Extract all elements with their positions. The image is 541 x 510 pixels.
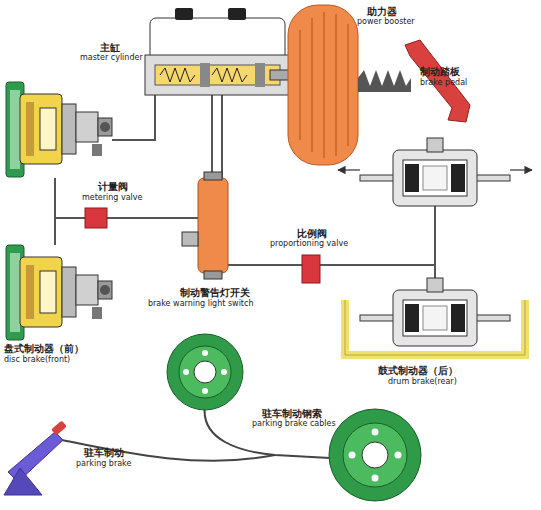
drum-rim — [167, 334, 243, 410]
brake-drum — [167, 334, 243, 410]
stud-hole — [202, 388, 208, 394]
brake-line — [112, 95, 155, 140]
piston — [255, 63, 265, 87]
booster-ridges — [300, 12, 348, 158]
lever-base — [4, 468, 42, 495]
disc-brake — [6, 82, 112, 177]
part-label: 助力器 — [367, 6, 397, 17]
part-label: 制动踏板 — [420, 66, 460, 77]
brake-line — [54, 178, 56, 245]
part-label: 制动警告灯开关 — [180, 287, 250, 298]
disc-brake — [6, 245, 112, 340]
metering-valve — [85, 208, 107, 228]
part-label: 计量阀 — [98, 181, 128, 192]
motion-arrow — [338, 169, 360, 170]
switch-cap — [204, 271, 222, 279]
spring — [212, 68, 247, 82]
switch-connector — [182, 232, 198, 246]
drum-face — [343, 423, 407, 487]
stud-hole — [372, 429, 379, 436]
switch-cap — [204, 172, 222, 180]
stud-hole — [221, 369, 227, 375]
reservoir-cap — [175, 8, 193, 20]
stud-hole — [202, 350, 208, 356]
rubber-boot — [358, 70, 411, 92]
part-label: brake pedal — [420, 79, 467, 88]
stud-hole — [183, 369, 189, 375]
part-label: 主缸 — [100, 42, 120, 53]
parking-cable — [205, 405, 330, 458]
part-label: drum brake(rear) — [388, 378, 457, 387]
part-label: parking brake — [76, 460, 131, 469]
part-label: metering valve — [82, 194, 143, 203]
part-label: 驻车制动 — [84, 447, 124, 458]
part-label: disc brake(front) — [4, 356, 70, 365]
warning-switch — [198, 178, 228, 273]
part-label: brake warning light switch — [148, 300, 253, 309]
master-cylinder-body — [145, 55, 290, 95]
brake-line — [221, 95, 223, 180]
drum-rim — [329, 409, 421, 501]
spring — [160, 68, 195, 82]
piston — [200, 63, 210, 87]
release-button — [51, 420, 67, 435]
fluid-reservoir — [150, 18, 285, 60]
brake-line — [55, 217, 200, 219]
brake-line — [434, 206, 436, 280]
drum-face — [179, 346, 231, 398]
reservoir-cap — [228, 8, 246, 20]
wheel-cylinder — [360, 278, 510, 346]
part-label: 鼓式制动器（后） — [378, 365, 458, 376]
part-label: master cylinder — [80, 54, 143, 63]
parking-cable — [62, 440, 275, 461]
wheel-cylinder — [360, 138, 510, 206]
stud-hole — [349, 452, 356, 459]
power-booster — [288, 5, 358, 165]
part-label: parking brake cables — [252, 420, 336, 429]
brake-drum — [329, 409, 421, 501]
brake-pedal — [405, 40, 470, 122]
part-label: 盘式制动器（前） — [4, 343, 84, 354]
part-label: proportioning valve — [270, 240, 348, 249]
part-label: 比例阀 — [297, 228, 327, 239]
part-label: 驻车制动钢索 — [262, 408, 322, 419]
part-label: power booster — [357, 18, 415, 27]
proportioning-valve — [302, 255, 320, 283]
brake-line — [225, 264, 435, 266]
stud-hole — [395, 452, 402, 459]
motion-arrow — [510, 169, 532, 170]
drum-hub — [362, 442, 388, 468]
brake-line — [211, 95, 213, 180]
stud-hole — [372, 475, 379, 482]
drum-hub — [194, 361, 216, 383]
